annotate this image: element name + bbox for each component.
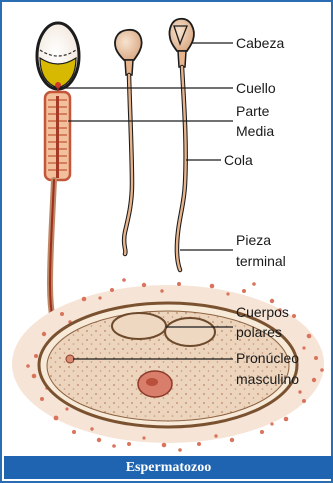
label-pieza: Pieza — [236, 232, 271, 248]
middle-sperm-head — [115, 30, 142, 60]
label-polares: polares — [236, 324, 282, 340]
label-cuello: Cuello — [236, 80, 276, 96]
label-cola: Cola — [224, 152, 253, 168]
middle-sperm — [115, 30, 142, 254]
polar-body-2 — [165, 318, 215, 346]
label-cabeza: Cabeza — [236, 35, 284, 51]
label-terminal: terminal — [236, 253, 286, 269]
male-pronucleus-marker — [66, 355, 74, 363]
label-cuerpos: Cuerpos — [236, 304, 289, 320]
label-pronucleo: Pronúcleo — [236, 350, 299, 366]
sperm-and-egg-illustration: Cabeza Cuello Parte Media Cola Pieza ter… — [4, 4, 333, 458]
right-sperm-head — [169, 19, 193, 51]
right-sperm — [169, 19, 193, 270]
label-media: Media — [236, 123, 274, 139]
label-masculino: masculino — [236, 371, 299, 387]
label-parte: Parte — [236, 103, 270, 119]
neck-centriole — [55, 82, 61, 88]
polar-body-1 — [112, 313, 166, 339]
figure-caption: Espermatozoo — [4, 456, 333, 479]
